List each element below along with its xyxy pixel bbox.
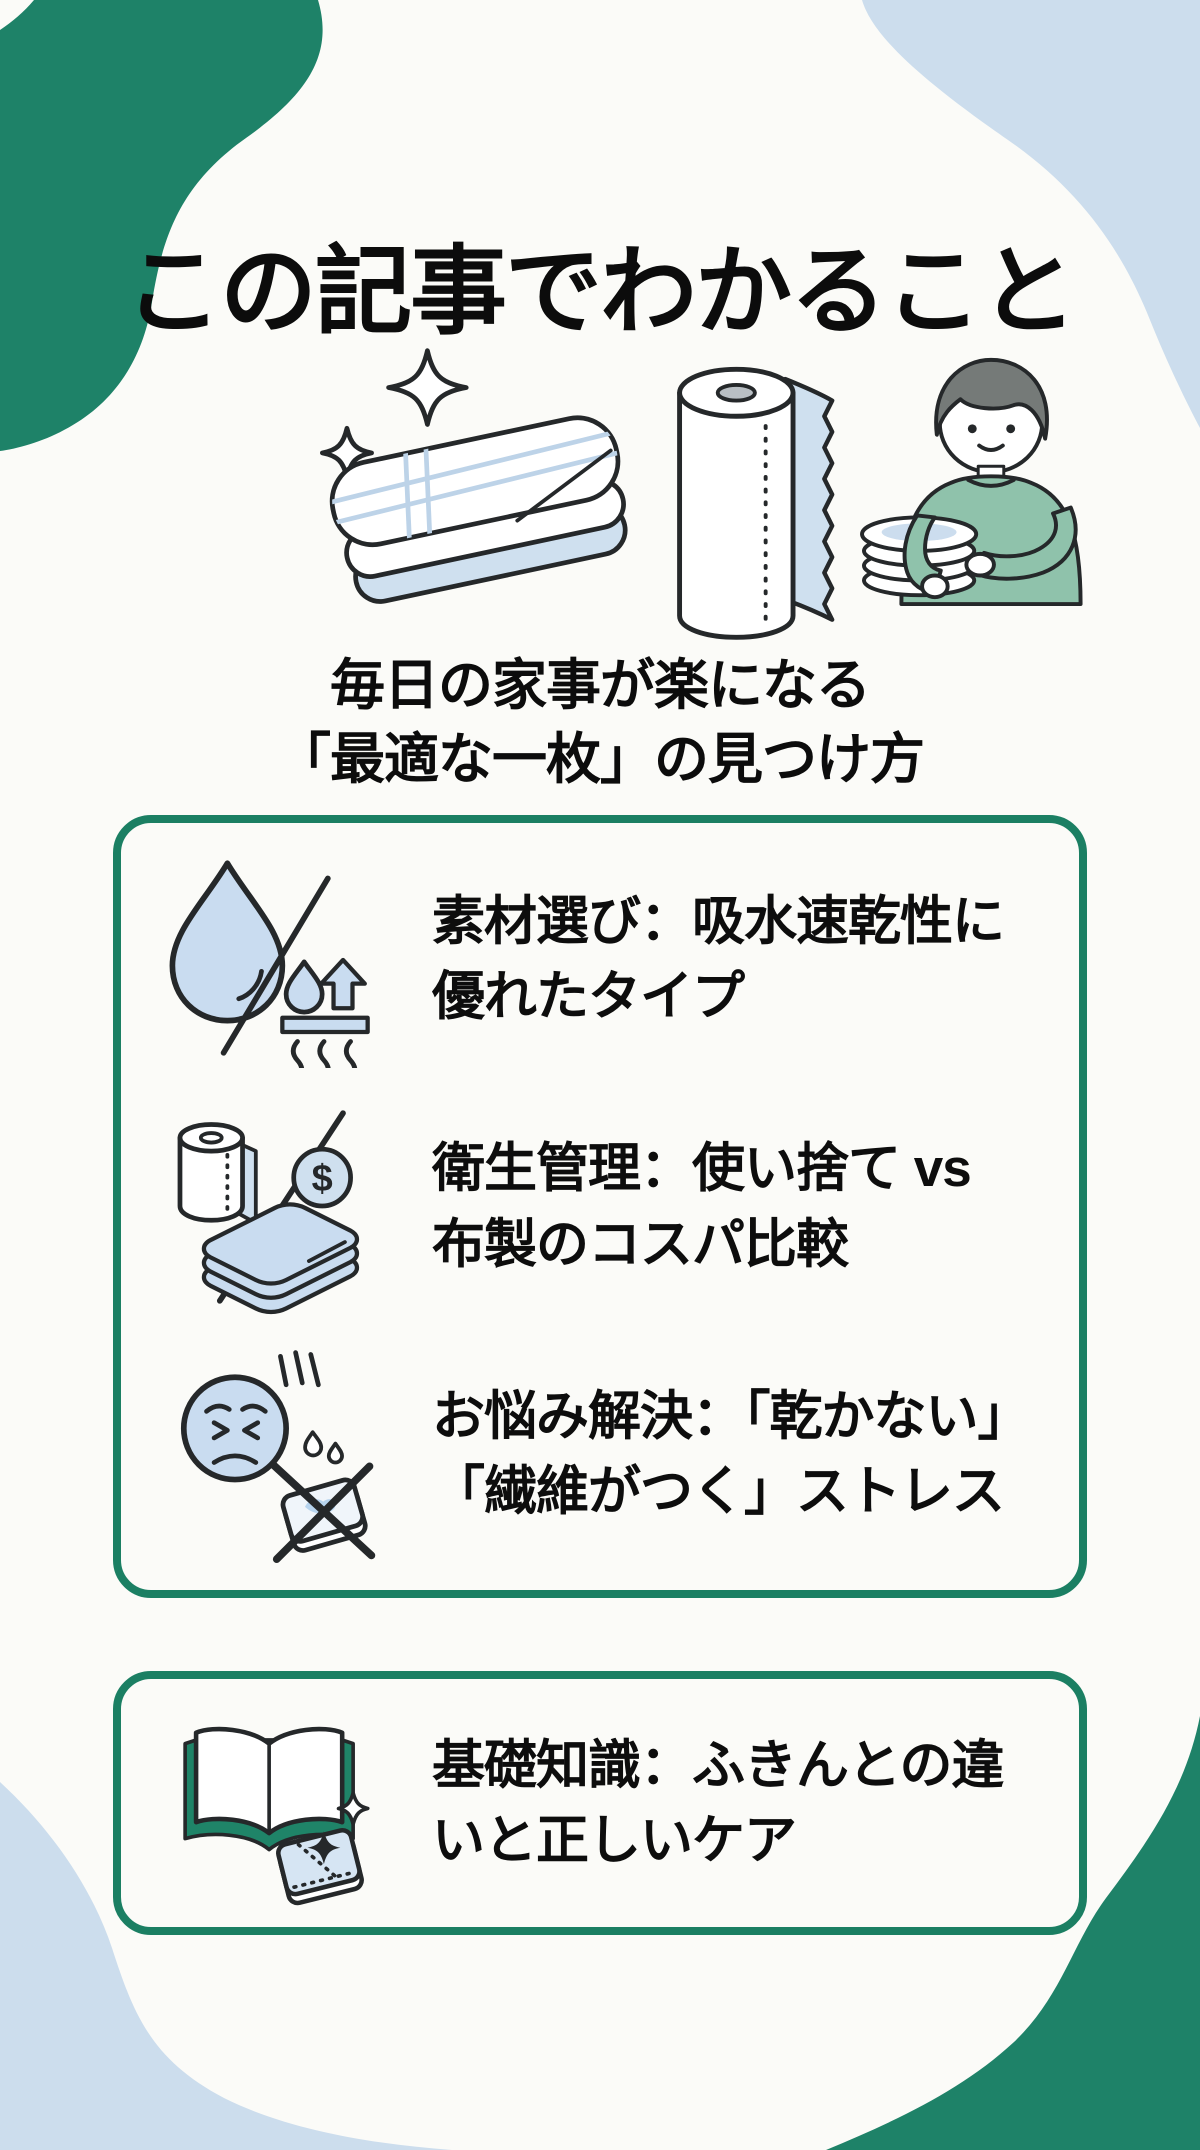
person-left-arm	[902, 513, 943, 595]
item-text: 基礎知識：ふきんとの違 いと正しいケア	[432, 1728, 1004, 1879]
person-mouth	[977, 443, 1005, 452]
item-text: 衛生管理：使い捨て vs 布製のコスパ比較	[432, 1131, 972, 1282]
blob-top-left	[0, 0, 323, 451]
sparkling-cloth	[276, 1827, 364, 1906]
item-text: 素材選び：吸水速乾性に 優れたタイプ	[432, 884, 1005, 1035]
item-text-line1: お悩み解決：「乾かない」	[432, 1386, 1030, 1446]
item-text-line2: 優れたタイプ	[432, 966, 745, 1026]
subtitle-line2: 「最適な一枚」の見つけ方	[275, 728, 925, 790]
person-holding-dishes-illustration	[860, 357, 1083, 607]
blob-bottom-right	[826, 1716, 1200, 2150]
person-hand	[964, 551, 996, 578]
blob-top-right	[862, 0, 1200, 428]
sparkle-icon	[386, 348, 469, 427]
person-eye	[1006, 424, 1016, 434]
sparkle-icon	[336, 1791, 370, 1826]
paper-towel-roll-illustration	[677, 366, 835, 640]
learning-points-box: 素材選び：吸水速乾性に 優れたタイプ $	[113, 815, 1087, 1598]
roll-sheet	[783, 376, 835, 622]
item-text-line2: いと正しいケア	[432, 1811, 797, 1870]
list-item: 基礎知識：ふきんとの違 いと正しいケア	[149, 1698, 1051, 1908]
person-hair	[934, 357, 1049, 441]
water-absorption-quick-dry-icon	[163, 850, 378, 1068]
roll-core	[715, 382, 757, 403]
item-text-line1: 基礎知識：ふきんとの違	[432, 1735, 1004, 1795]
subtitle-line1: 毎日の家事が楽になる	[329, 654, 871, 716]
dollar-coin-symbol: $	[312, 1157, 333, 1199]
basics-box: 基礎知識：ふきんとの違 いと正しいケア	[113, 1671, 1087, 1935]
list-item: $ 衛生管理：使い捨て vs 布製のコスパ比較	[149, 1083, 1051, 1331]
stress-frustration-icon	[163, 1345, 378, 1564]
disposable-vs-cloth-cost-icon: $	[163, 1098, 378, 1316]
item-text-line1: 素材選び：吸水速乾性に	[432, 891, 1005, 951]
sparkle-icon	[307, 1831, 341, 1865]
sweater-collar	[966, 478, 1016, 488]
person-eye	[967, 424, 977, 434]
item-text-line2: 「繊維がつく」ストレス	[432, 1462, 1005, 1522]
cloth-stack	[201, 1201, 360, 1314]
page-title: この記事でわかること	[125, 237, 1077, 346]
sparkling-folded-towel-illustration	[319, 348, 628, 604]
item-text: お悩み解決：「乾かない」 「繊維がつく」ストレス	[432, 1379, 1030, 1530]
subtitle: 毎日の家事が楽になる 「最適な一枚」の見つけ方	[0, 648, 1200, 796]
blob-bottom-left	[0, 1782, 452, 2150]
list-item: 素材選び：吸水速乾性に 優れたタイプ	[149, 835, 1051, 1083]
book-and-cloth-icon	[163, 1698, 378, 1908]
person-hand	[920, 573, 950, 600]
item-text-line2: 布製のコスパ比較	[432, 1214, 849, 1274]
list-item: お悩み解決：「乾かない」 「繊維がつく」ストレス	[149, 1330, 1051, 1578]
item-text-line1: 衛生管理：使い捨て vs	[432, 1139, 972, 1199]
roll-body	[677, 390, 796, 640]
